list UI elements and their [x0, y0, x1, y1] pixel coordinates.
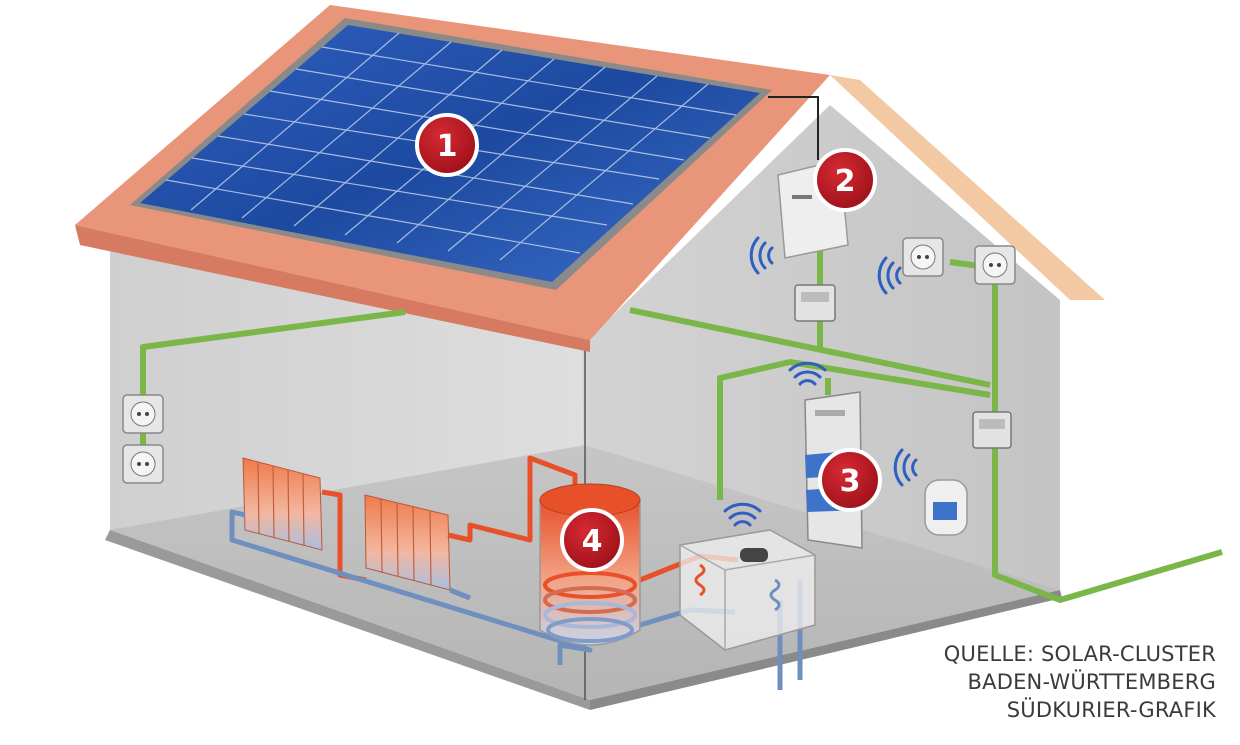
- svg-text:1: 1: [437, 129, 458, 164]
- source-credit: QUELLE: SOLAR-CLUSTER BADEN-WÜRTTEMBERG …: [944, 640, 1216, 724]
- wifi-icon: [749, 236, 774, 275]
- credit-line-source: QUELLE: SOLAR-CLUSTER: [943, 642, 1216, 666]
- roof-right-edge: [830, 75, 1105, 300]
- power-cables: [140, 250, 1223, 603]
- meter-right: [972, 411, 1012, 449]
- badge-4: 4: [560, 508, 624, 572]
- side-wall-cut: [590, 590, 1062, 710]
- badge-2: 2: [813, 148, 877, 212]
- radiator-left: [242, 457, 323, 551]
- svg-text:3: 3: [840, 464, 861, 499]
- meter-upper: [794, 284, 836, 322]
- socket-left-upper: [122, 394, 164, 434]
- heat-pump: [679, 529, 816, 651]
- badge-1: 1: [415, 113, 479, 177]
- svg-text:4: 4: [582, 524, 603, 559]
- wifi-icon: [893, 448, 918, 487]
- water-heater: [924, 479, 968, 536]
- badge-3: 3: [818, 448, 882, 512]
- wifi-icon: [723, 502, 762, 527]
- svg-text:2: 2: [835, 164, 856, 199]
- socket-right-a: [902, 237, 944, 277]
- wall-sockets: [122, 237, 1016, 484]
- panel-cable: [768, 96, 819, 160]
- front-wall-cut: [105, 530, 590, 710]
- roof-underside: [75, 225, 590, 352]
- wifi-icon: [877, 256, 902, 295]
- wifi-icon: [788, 361, 827, 386]
- credit-line-region: BADEN-WÜRTTEMBERG: [967, 670, 1216, 694]
- socket-right-b: [974, 245, 1016, 285]
- credit-line-graphic: SÜDKURIER-GRAFIK: [1006, 698, 1216, 722]
- wifi-icons: [723, 236, 918, 527]
- socket-left-lower: [122, 444, 164, 484]
